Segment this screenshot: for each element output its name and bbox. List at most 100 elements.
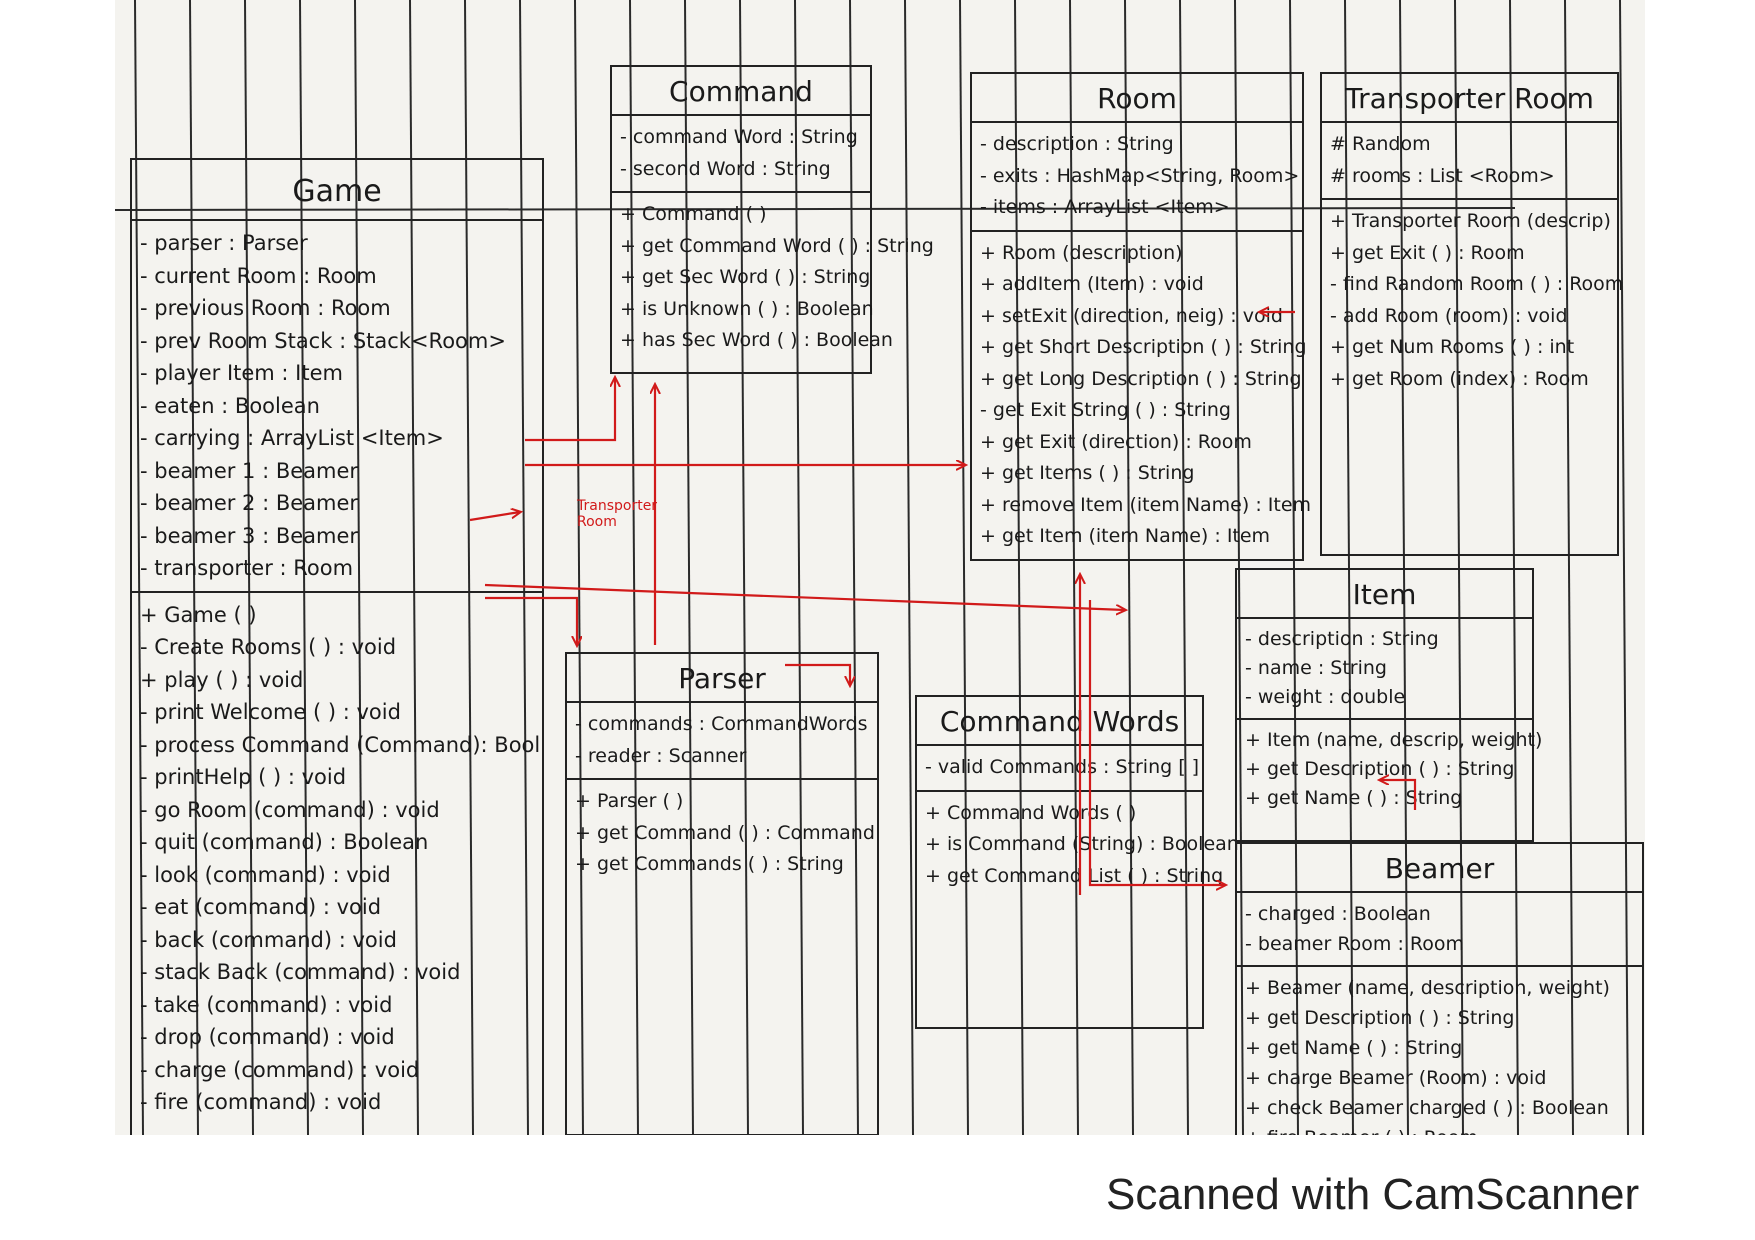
ruled-lines (115, 0, 1629, 1135)
class-item-name: Item (1237, 570, 1532, 619)
class-item-methods: + Item (name, descrip, weight) + get Des… (1237, 720, 1543, 819)
class-room-name: Room (972, 74, 1302, 123)
method: + Beamer (name, description, weight) (1245, 977, 1610, 999)
class-transporter-room-methods: + Transporter Room (descrip) + get Exit … (1322, 200, 1624, 401)
class-parser-methods: + Parser ( ) + get Command ( ) : Command… (567, 780, 877, 887)
method: + get Commands ( ) : String (575, 853, 844, 875)
method: + remove Item (item Name) : Item (980, 493, 1312, 516)
ruled-line (409, 0, 419, 1135)
attribute: - transporter : Room (140, 556, 354, 580)
method: + has Sec Word ( ) : Boolean (620, 329, 893, 351)
method: - drop (command) : void (140, 1025, 395, 1049)
class-command-words-attributes: - valid Commands : String [ ] (917, 746, 1202, 792)
class-item: Item - description : String - name : Str… (1235, 568, 1543, 842)
class-transporter-room-name: Transporter Room (1322, 74, 1617, 123)
method: + Game ( ) (140, 602, 257, 627)
ruled-line (794, 0, 804, 1135)
class-command-words-name: Command Words (917, 697, 1202, 746)
ruled-line (134, 0, 144, 1135)
class-room: Room - description : String - exits : Ha… (970, 72, 1312, 561)
method: - process Command (Command): Bool (140, 732, 541, 757)
attribute: - second Word : String (620, 157, 831, 180)
method: + addItem (Item) : void (980, 273, 1204, 295)
class-command-attributes: - command Word : String - second Word : … (612, 116, 870, 193)
scanner-watermark: Scanned with CamScanner (1106, 1170, 1640, 1219)
class-item-attributes: - description : String - name : String -… (1237, 619, 1532, 720)
attribute: - carrying : ArrayList <Item> (140, 426, 444, 450)
method: - get Exit String ( ) : String (980, 399, 1231, 421)
annotation-transporter-room: Transporter Room (577, 498, 658, 530)
ruled-line (1454, 0, 1464, 1135)
method: - find Random Room ( ) : Room (1330, 273, 1624, 295)
method: + get Name ( ) : String (1245, 787, 1463, 809)
ruled-line (739, 0, 749, 1135)
attribute: - player Item : Item (140, 361, 343, 385)
method: + Transporter Room (descrip) (1330, 210, 1611, 232)
method: - add Room (room) : void (1330, 304, 1568, 327)
ruled-line (904, 0, 914, 1135)
attribute: # Random (1330, 133, 1431, 155)
ruled-line (629, 0, 639, 1135)
class-command-words: Command Words - valid Commands : String … (915, 695, 1239, 1029)
attribute: - parser : Parser (140, 231, 308, 255)
attribute: - current Room : Room (140, 263, 377, 288)
ruled-line (1124, 0, 1134, 1135)
attribute: - beamer 2 : Beamer (140, 491, 359, 515)
method: + play ( ) : void (140, 667, 304, 692)
attribute: - description : String (980, 133, 1174, 155)
method: + Item (name, descrip, weight) (1245, 729, 1543, 751)
class-game: Game - parser : Parser - current Room : … (130, 158, 544, 1135)
method: - quit (command) : Boolean (140, 830, 429, 854)
attribute: - eaten : Boolean (140, 393, 320, 418)
attribute: - name : String (1245, 657, 1387, 679)
method: + setExit (direction, neig) : void (980, 304, 1283, 327)
attribute: - previous Room : Room (140, 296, 391, 320)
method: - charge (command) : void (140, 1057, 420, 1082)
class-game-methods: + Game ( ) - Create Rooms ( ) : void + p… (132, 593, 542, 1125)
method: + Room (description) (980, 241, 1183, 264)
method: + get Exit ( ) : Room (1330, 241, 1525, 264)
method: - print Welcome ( ) : void (140, 700, 401, 724)
ruled-line (849, 0, 859, 1135)
class-command: Command - command Word : String - second… (610, 65, 934, 374)
class-transporter-room: Transporter Room # Random # rooms : List… (1320, 72, 1624, 556)
method: + Command Words ( ) (925, 801, 1137, 824)
ruled-line (1069, 0, 1079, 1135)
attribute: - commands : CommandWords (575, 713, 868, 735)
class-beamer: Beamer - charged : Boolean - beamer Room… (1235, 842, 1644, 1135)
method: + get Short Description ( ) : String (980, 336, 1307, 358)
ruled-line (1619, 0, 1629, 1135)
ruled-line (1014, 0, 1024, 1135)
method: + is Command (String) : Boolean (925, 833, 1239, 855)
method: + get Command List ( ) : String (925, 864, 1224, 887)
method: + get Exit (direction) : Room (980, 430, 1252, 453)
method: + Command ( ) (620, 203, 767, 225)
class-game-attributes: - parser : Parser - current Room : Room … (132, 221, 542, 593)
method: - back (command) : void (140, 927, 397, 952)
method: - printHelp ( ) : void (140, 765, 347, 789)
attribute: - weight : double (1245, 686, 1406, 708)
ruled-line (519, 0, 529, 1135)
ruled-line (959, 0, 969, 1135)
attribute: # rooms : List <Room> (1330, 164, 1555, 187)
ruled-line (299, 0, 309, 1135)
attribute: - description : String (1245, 628, 1439, 650)
class-beamer-methods: + Beamer (name, description, weight) + g… (1237, 967, 1642, 1135)
method: + Parser ( ) (575, 790, 684, 812)
method: - take (command) : void (140, 992, 393, 1017)
class-beamer-attributes: - charged : Boolean - beamer Room : Room (1237, 893, 1642, 967)
class-command-name: Command (612, 67, 870, 116)
notebook-page: Game - parser : Parser - current Room : … (115, 0, 1645, 1135)
method: + get Name ( ) : String (1245, 1037, 1463, 1059)
method: + is Unknown ( ) : Boolean (620, 297, 874, 320)
method: + check Beamer charged ( ) : Boolean (1245, 1097, 1609, 1119)
ruled-line (189, 0, 199, 1135)
attribute: - charged : Boolean (1245, 903, 1431, 925)
class-beamer-name: Beamer (1237, 844, 1642, 893)
method: - Create Rooms ( ) : void (140, 635, 397, 659)
ruled-line (244, 0, 254, 1135)
ruled-line (1509, 0, 1519, 1135)
ruled-line (464, 0, 474, 1135)
ruled-line (1399, 0, 1409, 1135)
attribute: - prev Room Stack : Stack<Room> (140, 328, 506, 353)
